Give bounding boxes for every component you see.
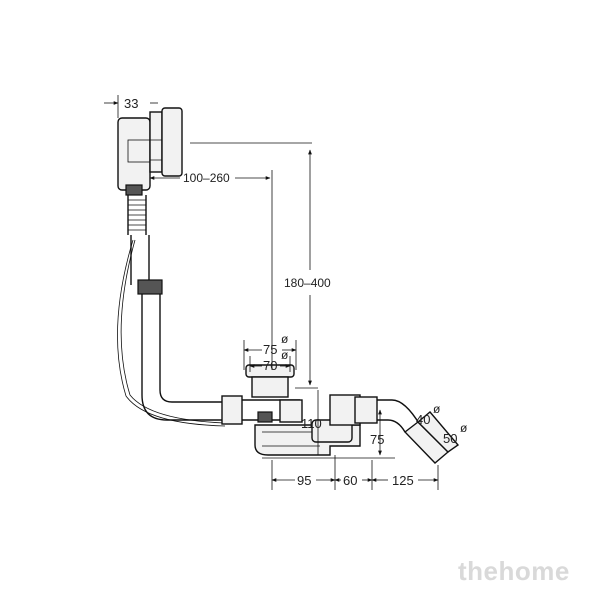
dim-60-label: 60 [343,473,357,488]
dim-50-diameter-symbol: ø [460,421,468,435]
dim-75-diameter-symbol: ø [281,332,289,346]
dim-110-label: 110 [301,416,322,431]
drain-fitting [221,364,303,425]
dim-70-diameter-label: 70 [263,358,277,373]
dim-33-label: 33 [124,96,138,111]
dim-40-diameter-label: 40 [416,412,430,427]
dim-75-height-label: 75 [370,432,384,447]
dim-180-400-label: 180–400 [284,276,331,290]
watermark-logo: thehome [458,556,570,586]
dimension-lines [104,95,439,490]
dim-95-label: 95 [297,473,311,488]
dim-50-diameter-label: 50 [443,431,457,446]
overflow-pipe [117,239,226,427]
overflow-rosette [117,107,183,196]
flexible-tube [127,195,150,285]
dim-75-diameter-label: 75 [263,342,277,357]
dim-100-260-label: 100–260 [183,171,230,185]
outlet-pipe [329,394,460,464]
dim-40-diameter-symbol: ø [433,402,441,416]
dim-70-diameter-symbol: ø [281,348,289,362]
dim-125-label: 125 [392,473,414,488]
